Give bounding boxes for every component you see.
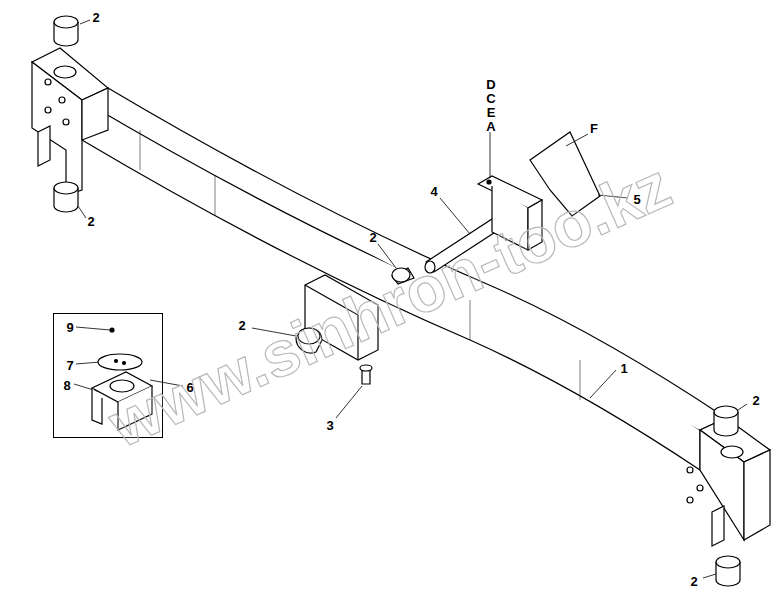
callout-number: 9 [66, 321, 73, 334]
callout-number: 4 [430, 185, 437, 198]
callout-number: E [487, 106, 496, 119]
callout-number: F [590, 122, 598, 135]
callout-number: 3 [326, 419, 333, 432]
callout-number: 1 [620, 362, 627, 375]
callout-number: C [486, 92, 495, 105]
callout-number: 8 [63, 379, 70, 392]
callout-number: 2 [238, 319, 245, 332]
callout-number: 6 [186, 381, 193, 394]
callout-number: A [486, 120, 495, 133]
callout-number: 2 [369, 231, 376, 244]
callout-number: 2 [92, 11, 99, 24]
inset-box: 9786 [53, 313, 163, 438]
callout-number: 5 [633, 193, 640, 206]
callout-number: 2 [752, 394, 759, 407]
watermark: www.sinhron-too.kz [100, 153, 679, 458]
callout-number: D [486, 78, 495, 91]
callout-number: 2 [690, 575, 697, 588]
callout-number: 7 [66, 359, 73, 372]
callout-number: 2 [87, 215, 94, 228]
